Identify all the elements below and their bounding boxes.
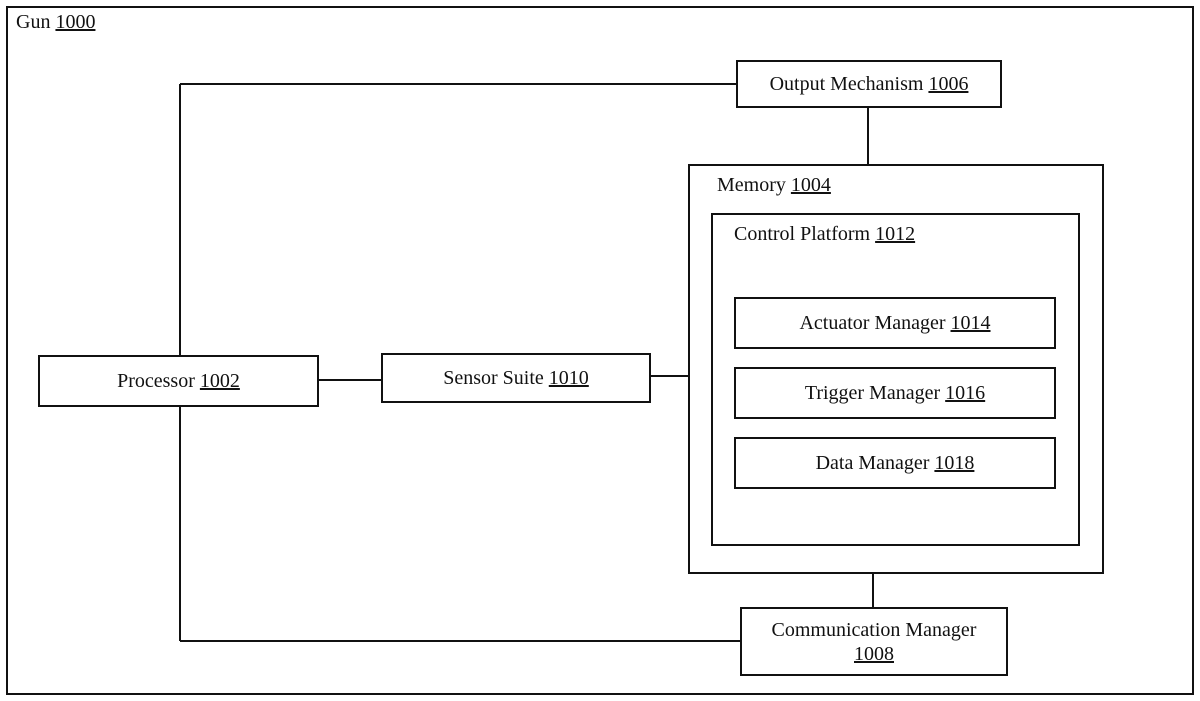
sensor-suite-box: Sensor Suite 1010: [381, 353, 651, 403]
control-platform-label: Control Platform 1012: [734, 222, 915, 246]
sensor-suite-ref: 1010: [548, 367, 589, 389]
trigger-manager-name: Trigger Manager: [804, 382, 941, 404]
communication-manager-name: Communication Manager: [771, 618, 977, 641]
gun-ref: 1000: [55, 11, 96, 33]
trigger-manager-ref: 1016: [945, 382, 986, 404]
data-manager-box: Data Manager 1018: [734, 437, 1056, 489]
output-mechanism-name: Output Mechanism: [769, 73, 924, 95]
output-mechanism-ref: 1006: [928, 73, 969, 95]
memory-name: Memory: [717, 174, 786, 196]
communication-manager-box: Communication Manager 1008: [740, 607, 1008, 676]
data-manager-name: Data Manager: [815, 452, 930, 474]
processor-name: Processor: [117, 370, 195, 392]
memory-label: Memory 1004: [717, 173, 831, 197]
actuator-manager-box: Actuator Manager 1014: [734, 297, 1056, 349]
actuator-manager-name: Actuator Manager: [799, 312, 946, 334]
memory-ref: 1004: [790, 174, 831, 196]
communication-manager-ref: 1008: [854, 642, 894, 665]
control-platform-name: Control Platform: [734, 223, 871, 245]
sensor-suite-name: Sensor Suite: [443, 367, 544, 389]
output-mechanism-box: Output Mechanism 1006: [736, 60, 1002, 108]
data-manager-ref: 1018: [934, 452, 975, 474]
trigger-manager-box: Trigger Manager 1016: [734, 367, 1056, 419]
processor-ref: 1002: [199, 370, 240, 392]
processor-box: Processor 1002: [38, 355, 319, 407]
control-platform-ref: 1012: [875, 223, 916, 245]
gun-label: Gun 1000: [16, 10, 95, 34]
actuator-manager-ref: 1014: [950, 312, 991, 334]
gun-name: Gun: [16, 11, 51, 33]
